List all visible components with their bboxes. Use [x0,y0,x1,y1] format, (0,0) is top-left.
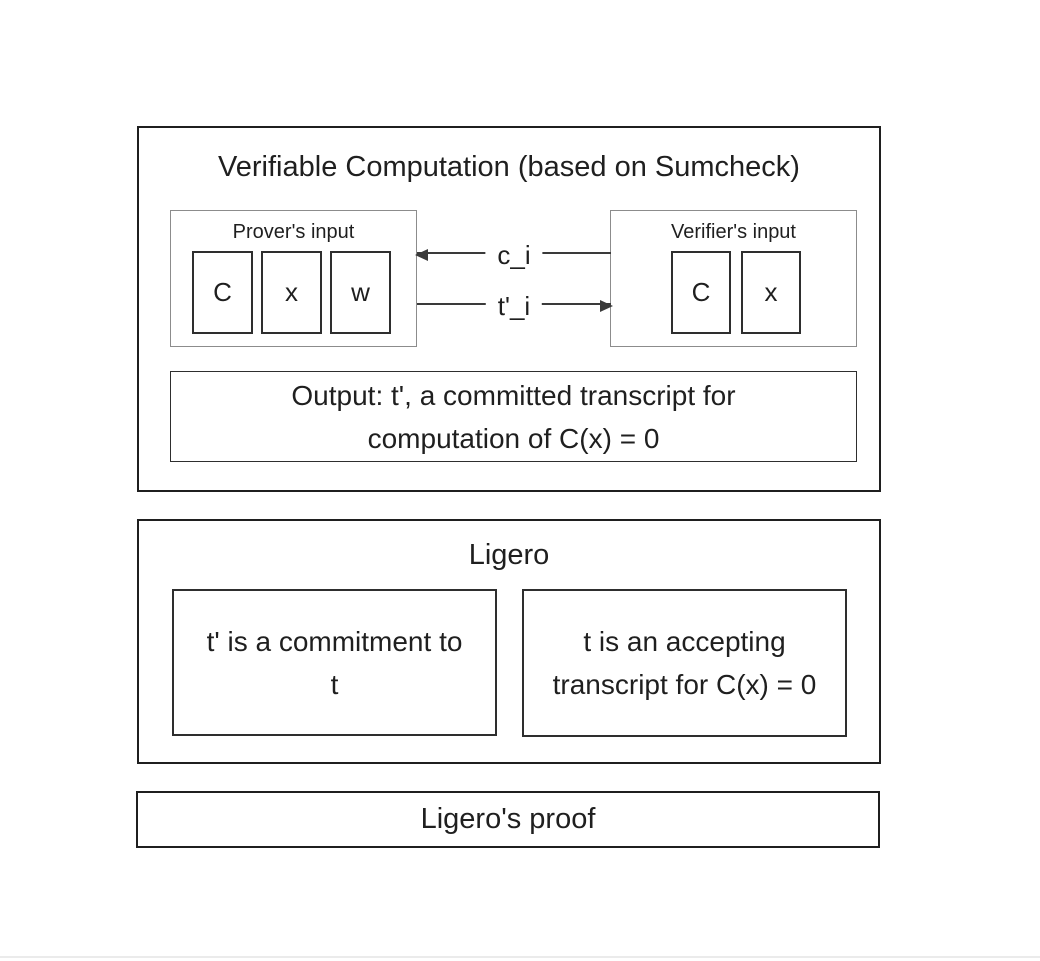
vc-output-line2: computation of C(x) = 0 [367,422,660,454]
vc-output-line1: Output: t', a committed transcript for [291,379,736,411]
challenge-arrow: c_i [415,240,611,270]
arrowhead-left-icon [415,249,428,261]
transcript-arrow: t'_i [417,291,613,321]
commitment-claim-line1: t' is a commitment to [206,625,463,657]
bottom-edge-divider [0,956,1040,958]
verifier-item-circuit: C [671,251,731,334]
verifier-input-label: Verifier's input [671,221,796,243]
prover-input-label: Prover's input [232,221,355,243]
vc-section-title: Verifiable Computation (based on Sumchec… [218,151,800,183]
prover-item-circuit: C [192,251,253,334]
ligero-proof-box: Ligero's proof [136,791,880,848]
ligero-section-title: Ligero [468,539,550,571]
verifiable-computation-section: Verifiable Computation (based on Sumchec… [137,126,881,492]
verifier-items-row: C x [671,251,801,334]
prover-item-input: x [261,251,322,334]
prover-input-box: Prover's input C x w [170,210,417,347]
transcript-arrow-label: t'_i [485,291,543,321]
prover-item-witness: w [330,251,391,334]
transcript-claim-line1: t is an accepting [583,626,786,657]
challenge-arrow-label: c_i [485,240,543,270]
commitment-claim-line2: t [330,668,339,700]
ligero-section: Ligero t' is a commitment to t t is an a… [137,519,881,764]
ligero-transcript-claim-box: t is an accepting transcript for C(x) = … [522,589,847,737]
verifier-item-input: x [741,251,801,334]
ligero-commitment-claim-box: t' is a commitment to t [172,589,497,736]
verifier-input-box: Verifier's input C x [610,210,857,347]
prover-items-row: C x w [192,251,391,334]
transcript-claim-line2: transcript for C(x) = 0 [552,669,817,700]
ligero-proof-label: Ligero's proof [420,803,596,835]
arrowhead-right-icon [600,300,613,312]
vc-output-box: Output: t', a committed transcript for c… [170,371,857,462]
